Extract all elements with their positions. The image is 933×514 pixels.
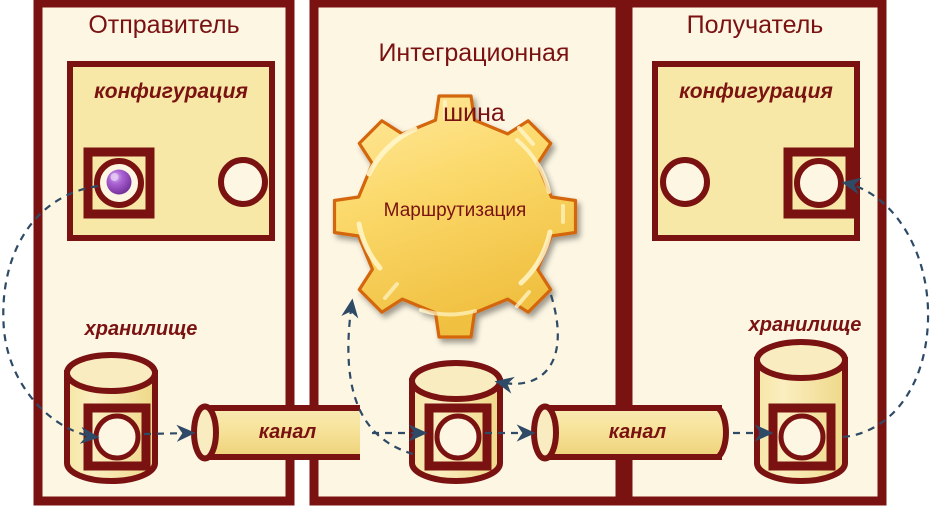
config-label-sender: конфигурация <box>94 80 248 103</box>
storage-bus[interactable] <box>409 360 503 484</box>
config-box-receiver <box>652 61 860 241</box>
panel-title-sender: Отправитель <box>88 11 240 39</box>
sender-cfg-slot-empty-circle[interactable] <box>218 157 268 207</box>
channel-left-tube[interactable] <box>191 403 360 462</box>
panel-title-bus: Интеграционная шина <box>314 8 620 128</box>
sender-cfg-active-sphere <box>106 169 132 195</box>
flow-sender-storage-to-channel <box>143 424 196 442</box>
storage-receiver[interactable] <box>754 339 848 484</box>
storage-label-receiver: хранилище <box>748 314 862 336</box>
storage-sender[interactable] <box>64 352 158 484</box>
flow-arrows <box>2 177 930 456</box>
receiver-store-item-circle[interactable] <box>778 413 826 461</box>
gear-routing[interactable] <box>332 94 578 339</box>
panel-title-receiver: Получатель <box>686 11 824 39</box>
config-box-sender <box>67 61 275 241</box>
panel-title-bus-line1: Интеграционная <box>378 39 570 67</box>
receiver-cfg-slot-active-circle[interactable] <box>794 158 844 208</box>
flow-receiver-storage-to-config <box>841 177 930 439</box>
bus-store-item-frame[interactable] <box>424 403 492 471</box>
channel-label-right: канал <box>608 421 667 443</box>
receiver-cfg-slot-empty-circle[interactable] <box>660 157 710 207</box>
sender-cfg-active-sphere-highlight <box>110 173 119 181</box>
config-label-receiver: конфигурация <box>679 80 833 103</box>
panel-title-bus-line2: шина <box>443 99 505 127</box>
storage-label-sender: хранилище <box>84 318 198 340</box>
sender-store-item-circle[interactable] <box>93 413 141 461</box>
bus-store-item-circle[interactable] <box>434 413 482 461</box>
flow-sender-config-to-storage <box>2 184 100 444</box>
channel-label-left: канал <box>258 421 317 443</box>
gear-label-routing: Маршрутизация <box>383 200 527 221</box>
channel-right-tube[interactable] <box>531 403 729 462</box>
flow-bus-storage-to-gear <box>341 298 414 456</box>
